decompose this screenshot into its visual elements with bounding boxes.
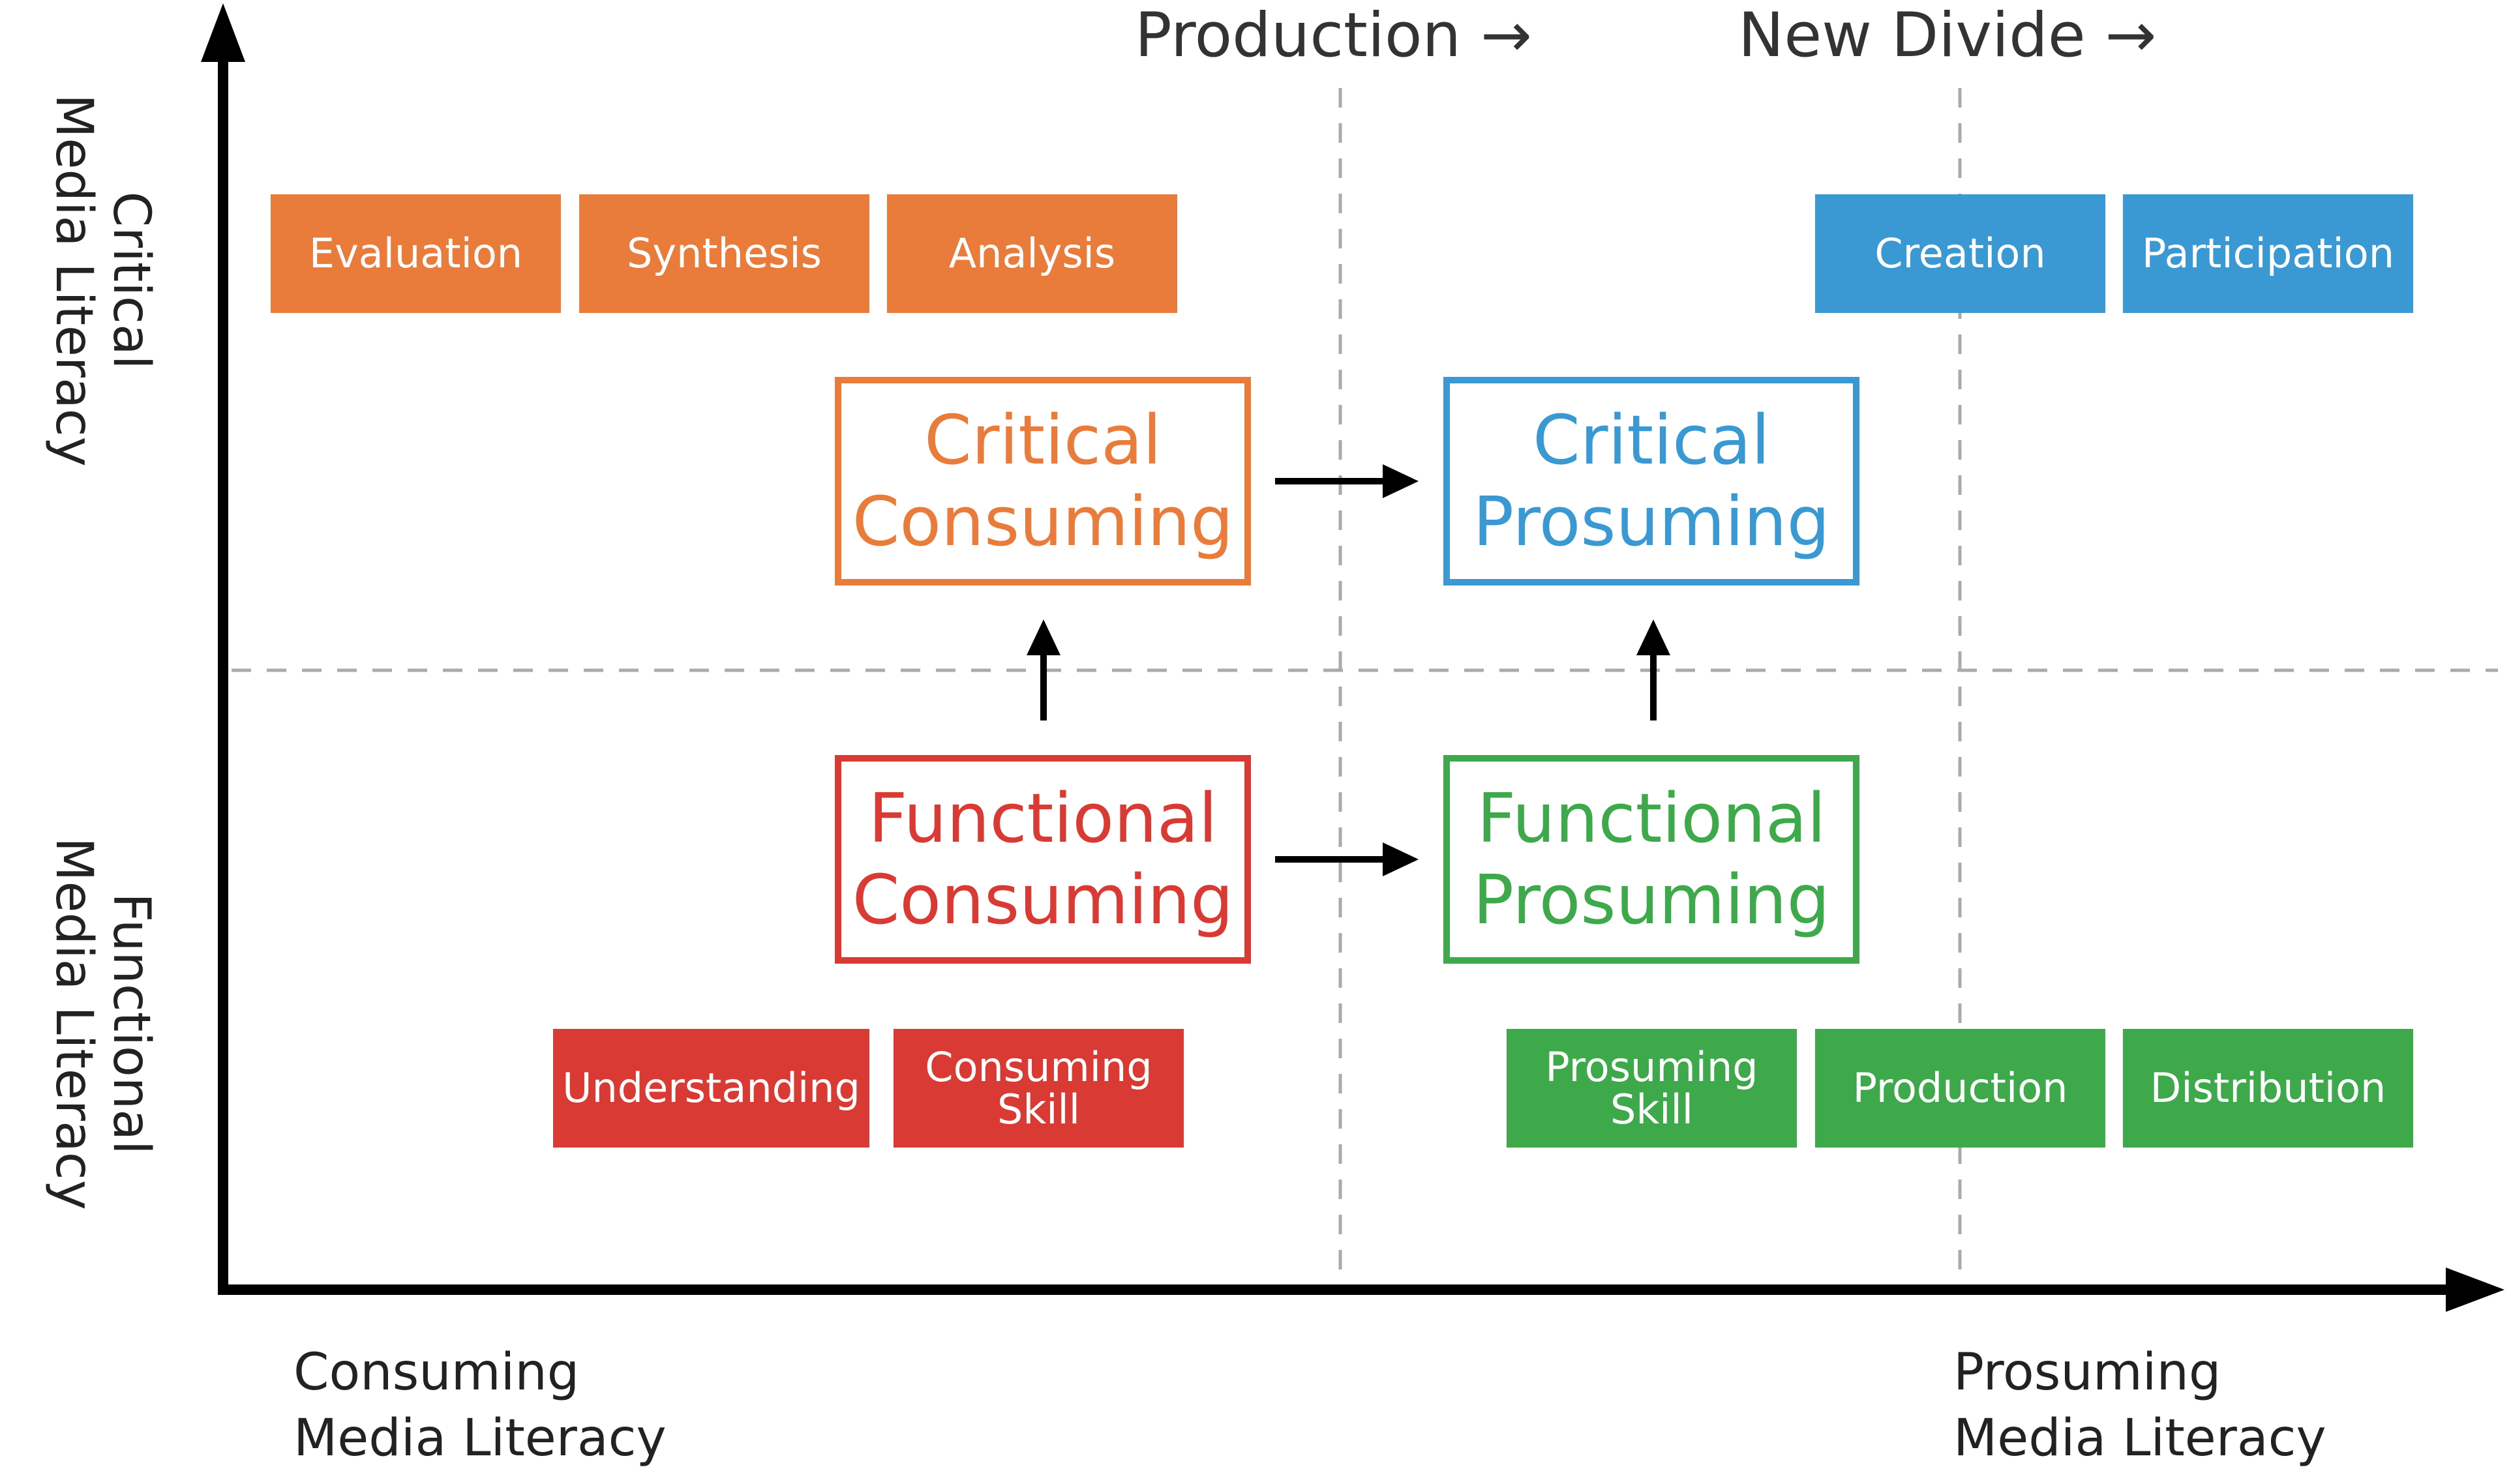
skill-distribution: Distribution — [2123, 1029, 2413, 1148]
stage-functional-consuming: Functional Consuming — [835, 755, 1251, 964]
y-axis-label-functional: Functional Media Literacy — [44, 837, 160, 1210]
skill-prosuming-skill: Prosuming Skill — [1507, 1029, 1797, 1148]
arrow-head-consuming-up — [1027, 619, 1060, 655]
stage-functional-prosuming: Functional Prosuming — [1443, 755, 1859, 964]
skill-analysis: Analysis — [887, 194, 1177, 313]
y-axis-arrowhead — [201, 3, 245, 62]
arrow-head-critical-right — [1383, 464, 1419, 498]
skill-synthesis: Synthesis — [579, 194, 869, 313]
arrow-head-prosuming-up — [1636, 619, 1670, 655]
stage-critical-consuming: Critical Consuming — [835, 377, 1251, 586]
skill-consuming-skill: Consuming Skill — [894, 1029, 1184, 1148]
arrow-head-functional-right — [1383, 842, 1419, 876]
x-axis-label-consuming: Consuming Media Literacy — [293, 1343, 667, 1468]
skill-evaluation: Evaluation — [271, 194, 561, 313]
skill-understanding: Understanding — [553, 1029, 869, 1148]
skill-production: Production — [1815, 1029, 2105, 1148]
new-divide-label: New Divide → — [1738, 0, 2157, 71]
skill-creation: Creation — [1815, 194, 2105, 313]
x-axis-label-prosuming: Prosuming Media Literacy — [1953, 1343, 2326, 1468]
x-axis-arrowhead — [2446, 1268, 2504, 1312]
skill-participation: Participation — [2123, 194, 2413, 313]
stage-critical-prosuming: Critical Prosuming — [1443, 377, 1859, 586]
production-divide-label: Production → — [1135, 0, 1532, 71]
y-axis-label-critical: Critical Media Literacy — [44, 94, 160, 467]
